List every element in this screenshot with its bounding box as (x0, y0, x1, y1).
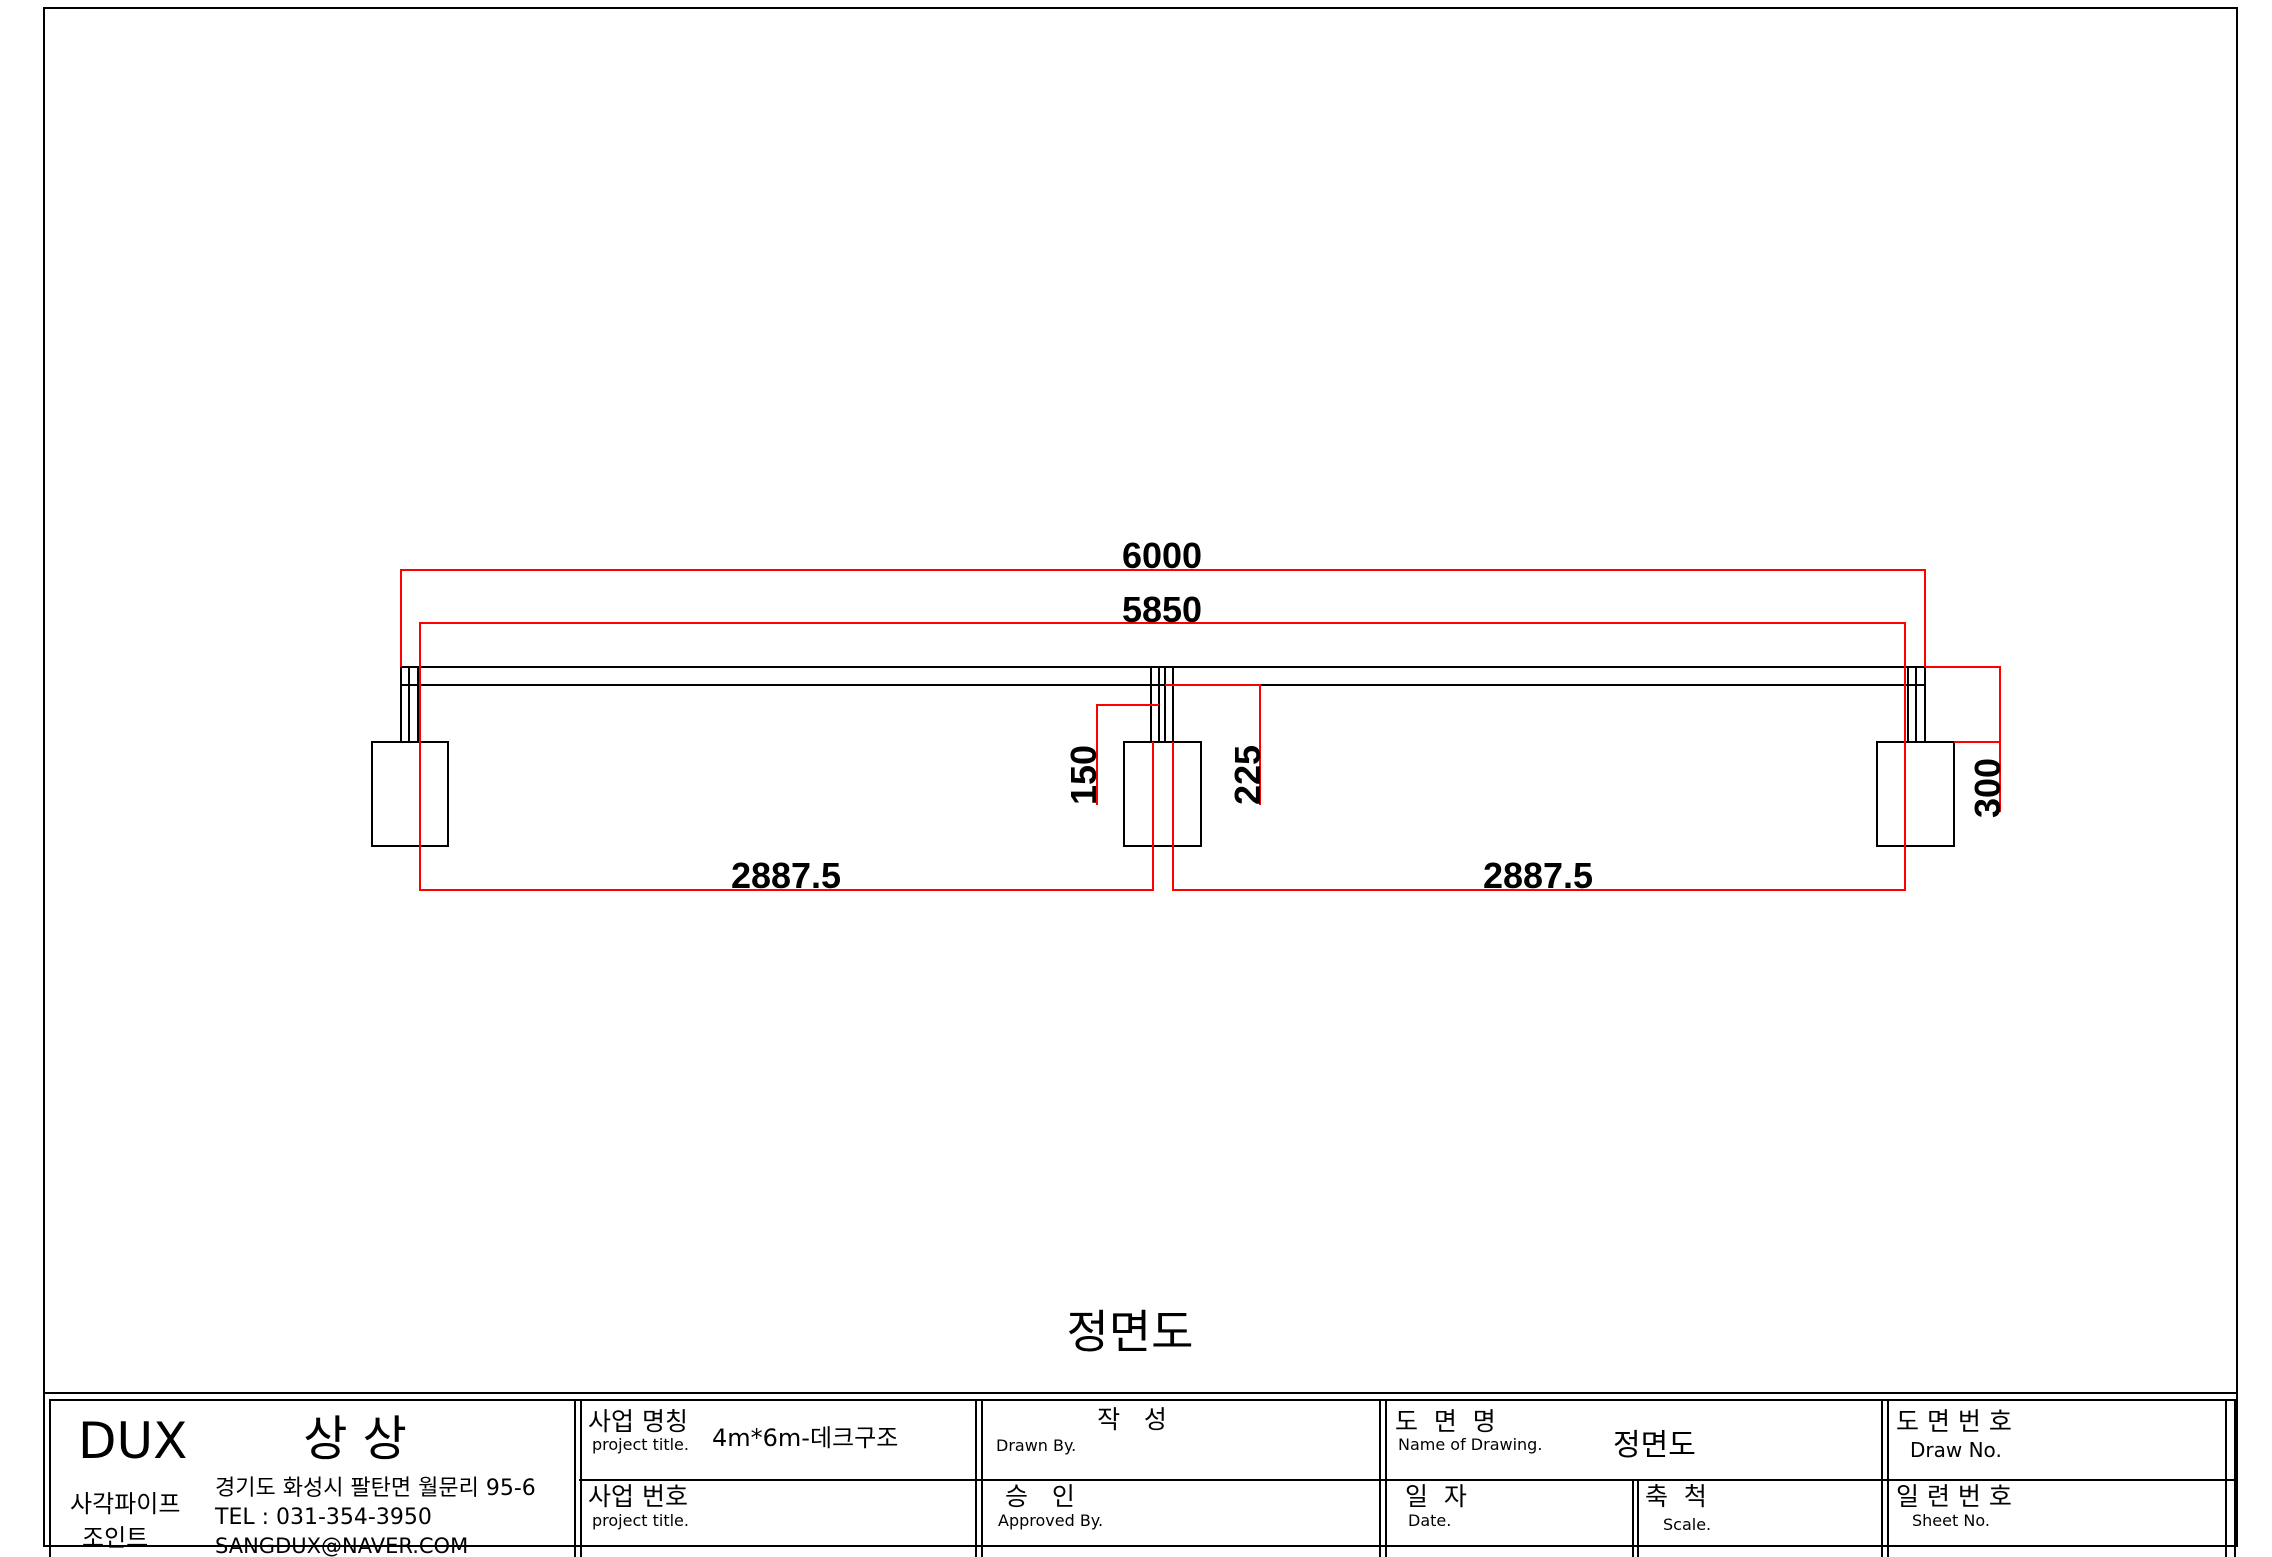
right-footing (1876, 741, 1955, 847)
drawing-name-label: 도 면 명 (1395, 1407, 1496, 1436)
dim-line-6000 (400, 569, 1926, 667)
project-no-sub: project title. (592, 1511, 689, 1530)
drawing-frame (43, 7, 2238, 1547)
drawn-by-sub: Drawn By. (996, 1436, 1076, 1455)
dim-label-150: 150 (1063, 745, 1104, 805)
date-sub: Date. (1408, 1511, 1451, 1530)
dim-label-left-span: 2887.5 (731, 855, 841, 896)
dim-label-5850: 5850 (1122, 589, 1202, 630)
title-block (44, 1392, 2237, 1557)
dim-label-6000: 6000 (1122, 535, 1202, 576)
project-name-label: 사업 명칭 (588, 1407, 688, 1436)
dim-label-225: 225 (1227, 745, 1268, 805)
sheet-no-sub: Sheet No. (1912, 1511, 1990, 1530)
project-name-value: 4m*6m-데크구조 (712, 1424, 898, 1452)
draw-no-label: 도 면 번 호 (1896, 1407, 2012, 1436)
dim-line-225 (1165, 684, 1261, 805)
drawn-by-label: 작 성 (1097, 1405, 1167, 1434)
company-tel: TEL : 031-354-3950 (214, 1505, 432, 1530)
deck-structure (371, 666, 1955, 847)
left-footing (371, 741, 449, 847)
dim-line-300 (1925, 666, 2001, 812)
company-address: 경기도 화성시 팔탄면 월문리 95-6 (215, 1476, 536, 1501)
dimension-lines (400, 569, 2001, 891)
company-name: 상 상 (303, 1411, 407, 1467)
center-footing (1123, 741, 1202, 847)
company-email: SANGDUX@NAVER.COM (215, 1534, 468, 1557)
drawing-title: 정면도 (1067, 1305, 1194, 1359)
dim-line-5850 (419, 622, 1906, 742)
drawing-name-value: 정면도 (1613, 1428, 1696, 1463)
date-label: 일 자 (1405, 1482, 1467, 1511)
company-product-line2: 조인트 (82, 1524, 148, 1552)
approved-by-sub: Approved By. (998, 1511, 1103, 1530)
company-product-line1: 사각파이프 (70, 1490, 180, 1518)
drawing-name-sub: Name of Drawing. (1398, 1435, 1542, 1454)
scale-sub: Scale. (1663, 1515, 1711, 1534)
dim-line-150 (1096, 704, 1159, 805)
company-logo: DUX (78, 1412, 187, 1470)
dim-label-right-span: 2887.5 (1483, 855, 1593, 896)
main-beam (400, 666, 1926, 686)
dim-label-300: 300 (1967, 758, 2008, 818)
sheet-no-label: 일 련 번 호 (1896, 1482, 2012, 1511)
project-no-label: 사업 번호 (588, 1482, 688, 1511)
approved-by-label: 승 인 (1005, 1482, 1075, 1511)
dim-line-right-span (1172, 742, 1906, 891)
draw-no-sub: Draw No. (1910, 1438, 2002, 1462)
scale-label: 축 척 (1645, 1482, 1707, 1511)
dim-line-left-span (419, 742, 1154, 891)
project-name-sub: project title. (592, 1435, 689, 1454)
